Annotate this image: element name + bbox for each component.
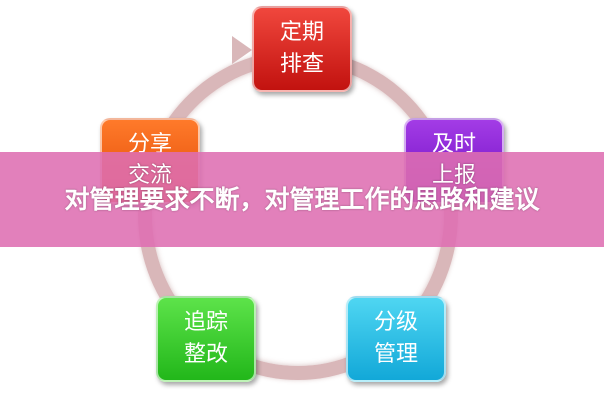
banner-title: 对管理要求不断，对管理工作的思路和建议 [64, 184, 540, 214]
cycle-arrow-icon [232, 36, 252, 64]
node-label: 交流 [127, 163, 172, 188]
node-label: 上报 [431, 163, 476, 188]
node-label: 管理 [373, 342, 418, 367]
node-tiered-management: 分级 管理 [346, 296, 446, 382]
title-banner: 对管理要求不断，对管理工作的思路和建议 [0, 152, 604, 247]
node-rectify: 追踪 整改 [156, 296, 256, 382]
node-label: 分级 [373, 310, 418, 335]
node-label: 整改 [183, 342, 228, 367]
node-label: 定期 [279, 20, 324, 45]
node-label: 排查 [279, 52, 324, 77]
node-regular-inspection: 定期 排查 [252, 6, 352, 92]
node-label: 追踪 [183, 310, 228, 335]
